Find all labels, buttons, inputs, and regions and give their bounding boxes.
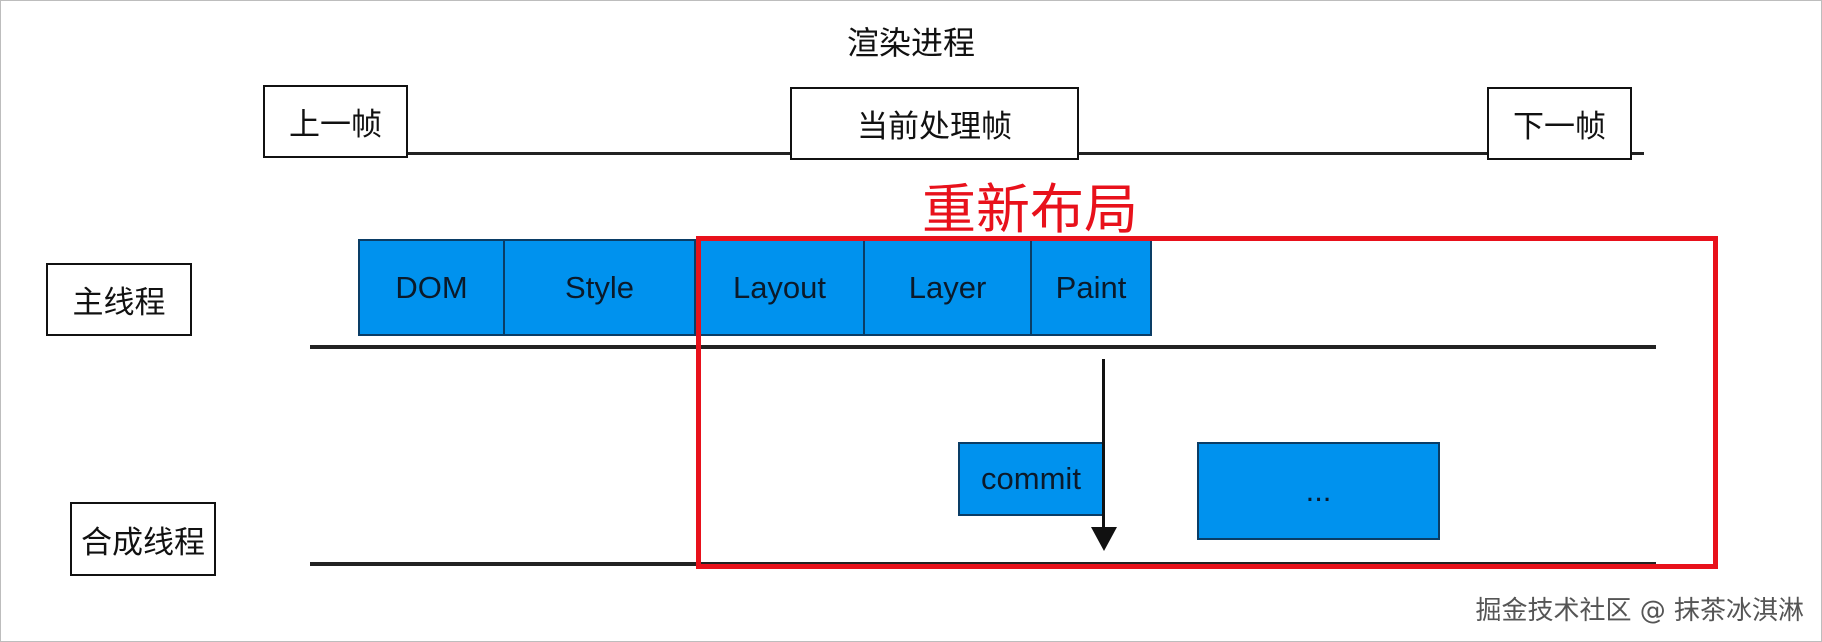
task-paint: Paint <box>1030 239 1152 336</box>
arrow-down-icon <box>1091 527 1117 551</box>
task-ellipsis: ... <box>1197 442 1440 540</box>
diagram-title: 渲染进程 <box>846 24 975 62</box>
prev-frame-box: 上一帧 <box>263 85 408 158</box>
next-frame-box: 下一帧 <box>1487 87 1632 160</box>
commit-arrow-shaft <box>1102 359 1105 529</box>
compositor-thread-label: 合成线程 <box>70 502 216 576</box>
task-commit: commit <box>958 442 1104 516</box>
current-frame-box: 当前处理帧 <box>790 87 1079 160</box>
relayout-label: 重新布局 <box>922 178 1138 241</box>
main-thread-label: 主线程 <box>46 263 192 336</box>
watermark: 掘金技术社区 @ 抹茶冰淇淋 <box>1475 596 1804 626</box>
relayout-highlight <box>696 236 1718 569</box>
main-thread-timeline <box>310 345 1656 349</box>
task-dom: DOM <box>358 239 505 336</box>
task-style: Style <box>503 239 696 336</box>
